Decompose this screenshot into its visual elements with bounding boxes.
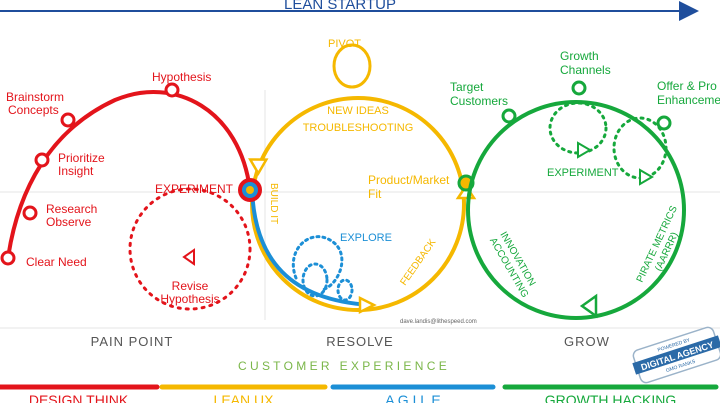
experiment-junction-core — [246, 186, 254, 194]
grow-experiment-arrow-1 — [577, 141, 592, 159]
node-prioritize — [34, 152, 50, 168]
node-brainstorm — [60, 112, 76, 128]
label-clear-need: Clear Need — [26, 255, 87, 269]
badge-ribbon — [632, 335, 720, 375]
label-grow-experiment: EXPERIMENT — [547, 167, 619, 179]
pain-point-arc — [6, 90, 252, 259]
customer-experience-label: C U S T O M E R E X P E R I E N C E — [238, 359, 447, 373]
discipline-label-2: A G I L E — [385, 392, 441, 403]
label-explore: EXPLORE — [340, 232, 392, 244]
label-pain-experiment: EXPERIMENT — [155, 182, 234, 196]
revise-arrow — [182, 248, 195, 266]
node-hypothesis — [164, 82, 180, 98]
node-research — [22, 205, 38, 221]
discipline-label-0: DESIGN THINK — [29, 392, 129, 403]
label-innovation-accounting: INNOVATIONACCOUNTING — [487, 230, 541, 300]
label-hypothesis: Hypothesis — [152, 70, 211, 84]
node-offer — [656, 115, 672, 131]
discipline-label-1: LEAN UX — [214, 392, 275, 403]
label-build-it: BUILD IT — [268, 183, 279, 224]
stage-grow: GROW — [564, 334, 610, 349]
digital-agency-badge: POWERED BY DIGITAL AGENCY GMO RANKS — [632, 326, 720, 384]
grow-experiment-arrow-2 — [639, 168, 654, 186]
explore-arrow — [358, 295, 377, 315]
resolve-arrow-left — [248, 158, 269, 176]
node-clear-need — [0, 250, 16, 266]
explore-spiral — [291, 235, 354, 302]
node-target-customers — [501, 108, 517, 124]
experiment-loop-dotted — [128, 187, 252, 311]
stage-pain-point: PAIN POINT — [91, 334, 174, 349]
label-pivot: PIVOT — [328, 38, 361, 50]
discipline-label-3: GROWTH HACKING — [545, 392, 676, 403]
grow-arrow-bottom — [579, 293, 598, 319]
agile-arc — [250, 189, 371, 307]
node-growth-channels — [571, 80, 587, 96]
header-title: LEAN STARTUP — [284, 0, 396, 13]
discipline-labels: DESIGN THINK LEAN UX A G I L E GROWTH HACKI… — [29, 392, 676, 403]
grow-circle — [466, 100, 686, 320]
pivot-loop — [332, 43, 372, 89]
stage-resolve: RESOLVE — [326, 334, 393, 349]
credit-text: dave.landis@lithespeed.com — [400, 319, 477, 325]
